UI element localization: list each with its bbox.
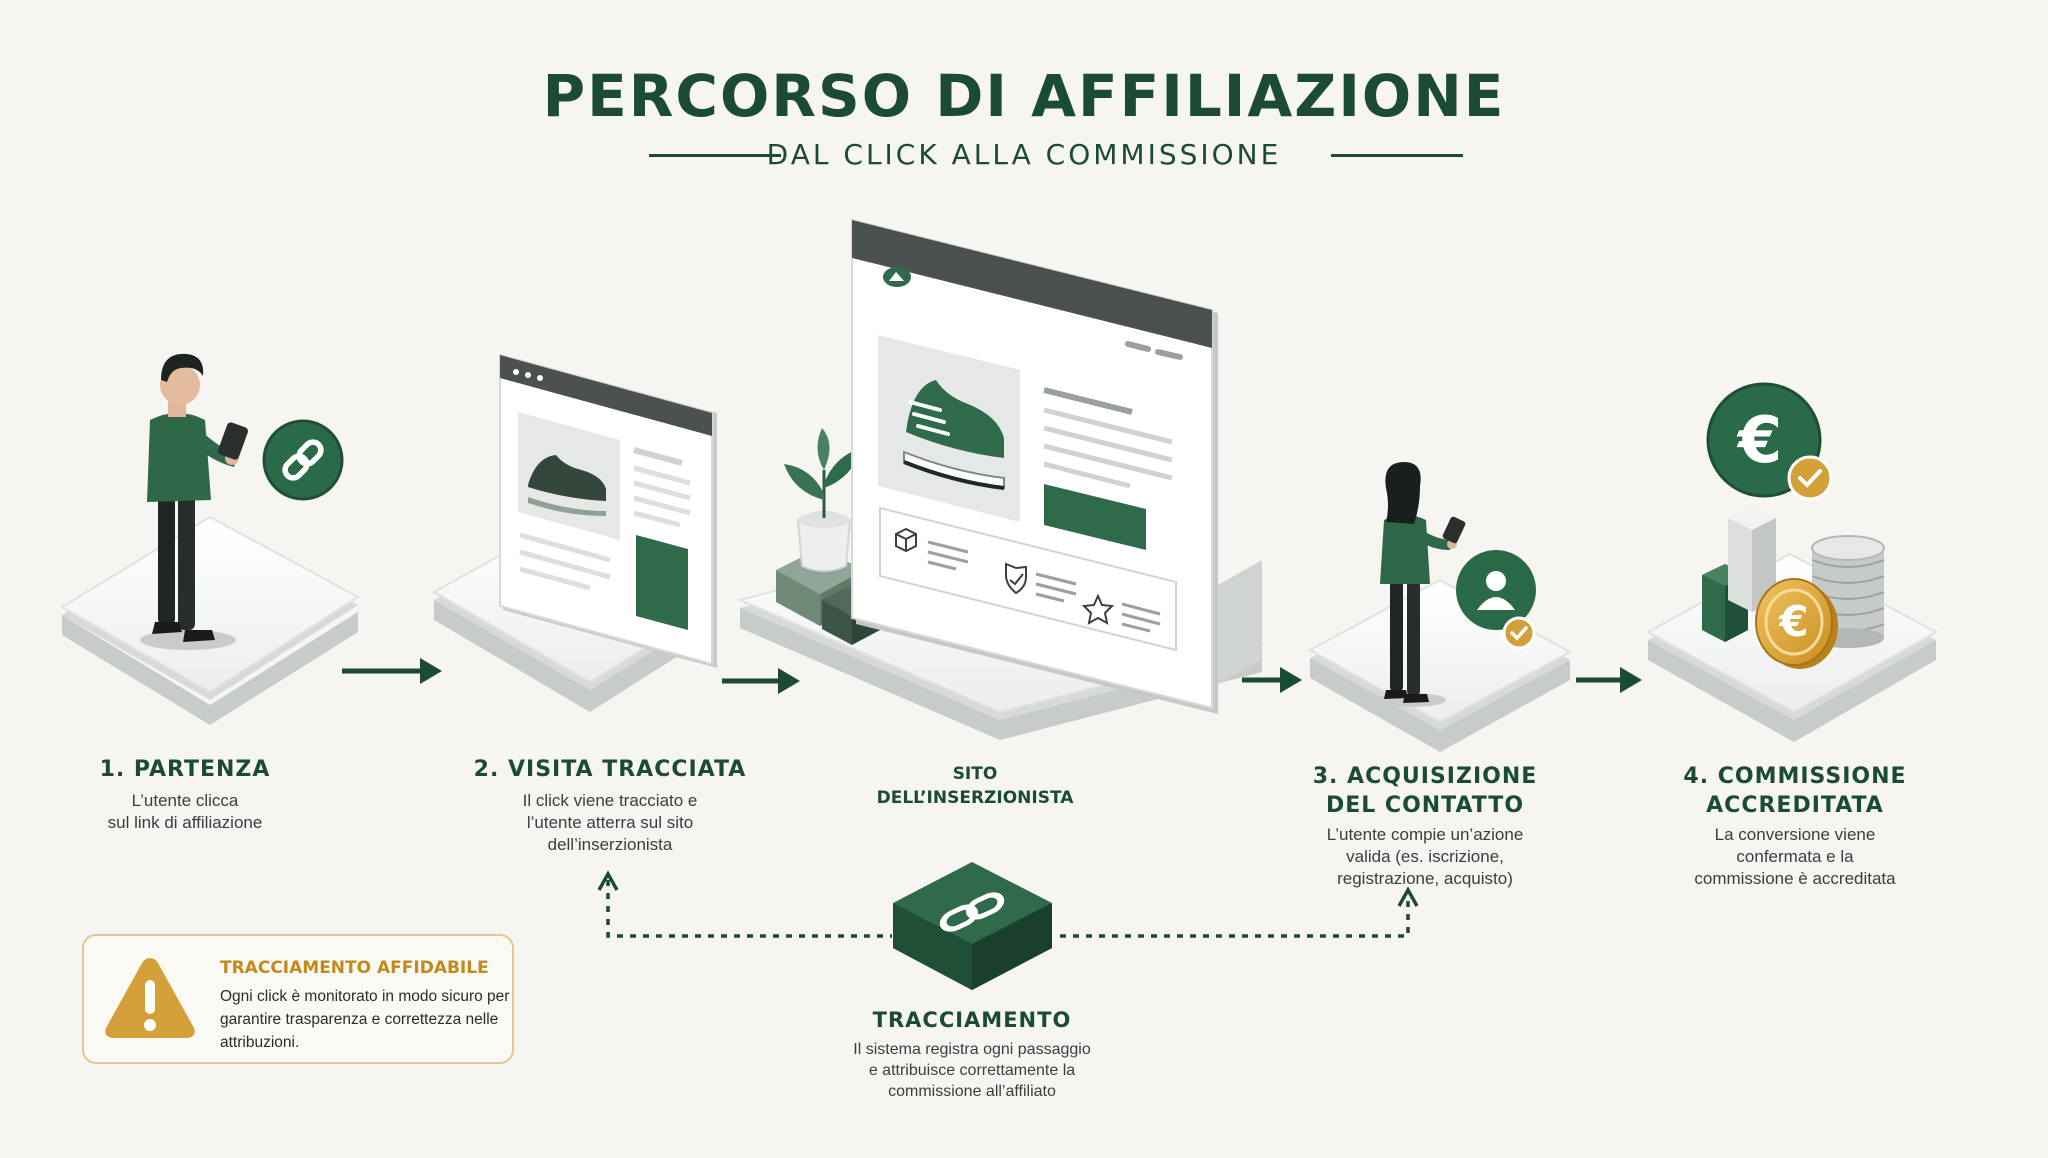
step-4-desc-line: confermata e la xyxy=(1736,847,1854,866)
euro-badge-green: € xyxy=(1706,382,1833,501)
step-2: 2. VISITA TRACCIATA Il click viene tracc… xyxy=(460,755,760,856)
tracking-title: TRACCIAMENTO xyxy=(872,1008,1072,1032)
notice-title: TRACCIAMENTO AFFIDABILE xyxy=(220,958,489,978)
shoe-icon xyxy=(903,380,1005,490)
user-badge xyxy=(1456,550,1536,650)
step-1-desc-line: L’utente clicca xyxy=(131,791,239,810)
step-1-desc: L’utente clicca sul link di affiliazione xyxy=(60,790,310,834)
subtitle-divider-left xyxy=(649,154,781,157)
step-3-desc-line: valida (es. iscrizione, xyxy=(1346,847,1504,866)
arrow-1 xyxy=(342,658,442,684)
step-3-title-line: DEL CONTATTO xyxy=(1325,793,1525,818)
user-woman-figure xyxy=(1378,462,1466,707)
step-1-title: 1. PARTENZA xyxy=(99,757,271,782)
advertiser-site-label-line: DELL’INSERZIONISTA xyxy=(876,788,1074,808)
step-4-title-line: 4. COMMISSIONE xyxy=(1683,764,1907,789)
step-3-desc-line: L’utente compie un’azione xyxy=(1326,825,1524,844)
step-4-desc-line: La conversione viene xyxy=(1714,825,1876,844)
shoe-icon xyxy=(528,455,606,516)
euro-icon: € xyxy=(1778,597,1808,646)
step-1-desc-line: sul link di affiliazione xyxy=(107,813,263,832)
user-man-figure xyxy=(140,353,249,650)
check-icon xyxy=(1510,626,1528,641)
step-2-desc: Il click viene tracciato e l’utente atte… xyxy=(460,790,760,856)
step-2-title: 2. VISITA TRACCIATA xyxy=(473,757,747,782)
page-title: PERCORSO DI AFFILIAZIONE xyxy=(542,62,1506,130)
step-2-desc-line: l’utente atterra sul sito xyxy=(526,813,694,832)
notice-desc: Ogni click è monitorato in modo sicuro p… xyxy=(220,988,510,1051)
subtitle-divider-right xyxy=(1331,154,1463,157)
advertiser-site-label-line: SITO xyxy=(952,764,998,784)
step-4-desc: La conversione viene confermata e la com… xyxy=(1660,824,1930,890)
link-icon xyxy=(282,439,324,481)
euro-icon: € xyxy=(1736,404,1783,478)
step-2-desc-line: dell’inserzionista xyxy=(547,835,673,854)
box-icon xyxy=(895,527,917,553)
tracking-desc-line: commissione all’affiliato xyxy=(888,1083,1056,1100)
arrow-4 xyxy=(1576,667,1642,693)
link-badge xyxy=(262,419,344,501)
step-4-title: 4. COMMISSIONE ACCREDITATA xyxy=(1660,762,1930,820)
check-icon xyxy=(1798,469,1822,488)
step-4-title-line: ACCREDITATA xyxy=(1706,793,1884,818)
link-icon xyxy=(939,892,1005,932)
step-3-desc: L’utente compie un’azione valida (es. is… xyxy=(1290,824,1560,890)
euro-coin-gold: € xyxy=(1755,578,1838,669)
warning-icon xyxy=(105,958,195,1038)
step-3-desc-line: registrazione, acquisto) xyxy=(1337,869,1513,888)
step-3-title: 3. ACQUISIZIONE DEL CONTATTO xyxy=(1290,762,1560,820)
user-icon xyxy=(1477,571,1515,610)
tracking-connector xyxy=(597,870,1419,938)
arrow-3 xyxy=(1242,667,1302,693)
tracking-desc-line: e attribuisce correttamente la xyxy=(868,1062,1076,1079)
reliable-tracking-notice: TRACCIAMENTO AFFIDABILE Ogni click è mon… xyxy=(82,934,514,1064)
advertiser-site-label: SITO DELL’INSERZIONISTA xyxy=(855,762,1095,810)
bar-chart-blocks xyxy=(1702,506,1776,642)
tracking-desc-line: Il sistema registra ogni passaggio xyxy=(853,1041,1091,1058)
shield-icon xyxy=(1005,562,1027,595)
browser-window-small xyxy=(499,353,717,668)
platform-start xyxy=(60,515,360,725)
browser-window-large xyxy=(851,218,1262,714)
step-3-title-line: 3. ACQUISIZIONE xyxy=(1312,764,1538,789)
arrow-2 xyxy=(722,668,800,694)
platform-contact-acquisition xyxy=(1307,578,1573,752)
step-4-desc-line: commissione è accreditata xyxy=(1694,869,1896,888)
tracking-block xyxy=(893,862,1052,990)
step-3: 3. ACQUISIZIONE DEL CONTATTO L’utente co… xyxy=(1290,762,1560,890)
step-1: 1. PARTENZA L’utente clicca sul link di … xyxy=(60,755,310,834)
tracking-section: TRACCIAMENTO Il sistema registra ogni pa… xyxy=(822,1006,1122,1102)
step-4: 4. COMMISSIONE ACCREDITATA La conversion… xyxy=(1660,762,1930,890)
page-subtitle: DAL CLICK ALLA COMMISSIONE xyxy=(766,138,1282,171)
step-2-desc-line: Il click viene tracciato e xyxy=(522,791,698,810)
tracking-desc: Il sistema registra ogni passaggio e att… xyxy=(822,1039,1122,1102)
star-icon xyxy=(1081,593,1115,625)
